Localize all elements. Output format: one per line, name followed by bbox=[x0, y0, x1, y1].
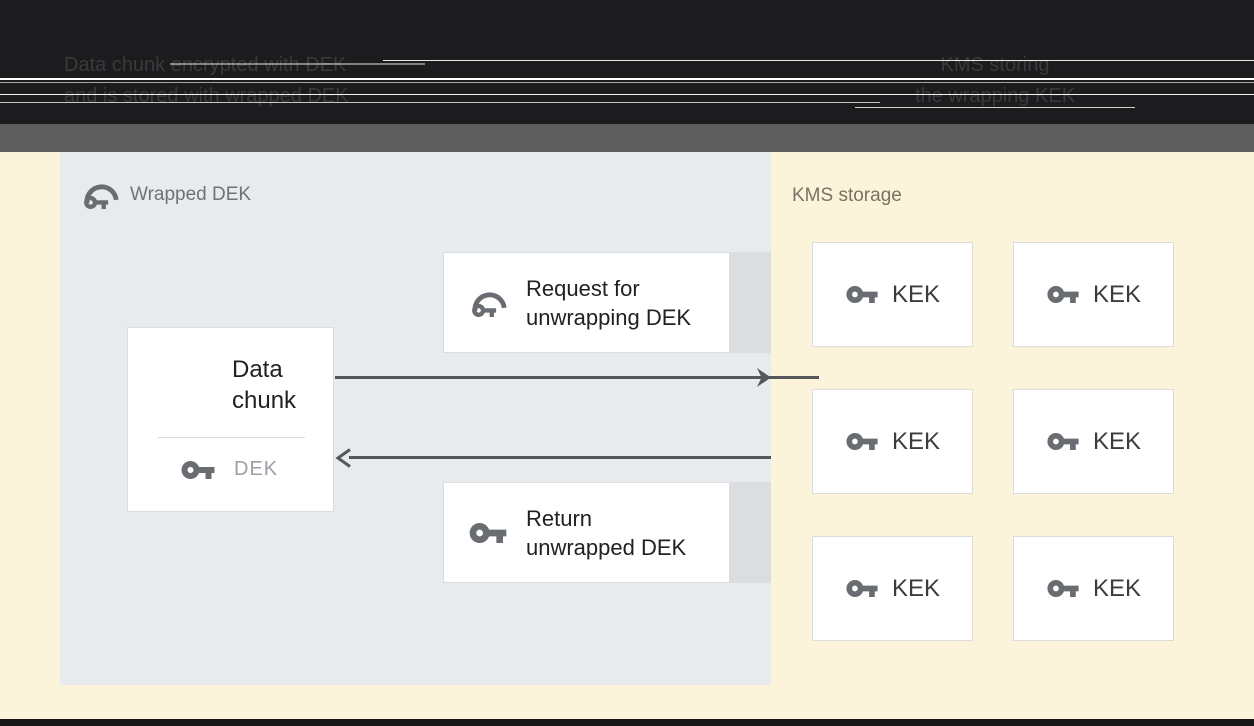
wrapped-dek-panel: Wrapped DEK Data chunk bbox=[60, 152, 819, 685]
request-unwrap-box: Request for unwrapping DEK bbox=[443, 252, 730, 353]
right-caption-line2: the wrapping KEK bbox=[914, 85, 1076, 107]
left-caption-line1: Data chunk encrypted with DEK bbox=[64, 54, 347, 76]
key-icon bbox=[1046, 285, 1080, 304]
kek-label: KEK bbox=[1092, 574, 1142, 602]
data-chunk-title: Data chunk bbox=[232, 354, 296, 416]
data-chunk-title-line1: Data bbox=[232, 356, 283, 383]
kek-grid: KEK KEK KEK KEK KEK bbox=[812, 242, 1174, 641]
header-gray-band bbox=[0, 124, 1254, 152]
return-box-shadow bbox=[730, 482, 771, 583]
return-box-text: Return unwrapped DEK bbox=[526, 504, 686, 562]
request-box-shadow bbox=[730, 252, 771, 353]
key-icon bbox=[1046, 579, 1080, 598]
bottom-black-band bbox=[0, 719, 1254, 726]
return-box-line2: unwrapped DEK bbox=[526, 534, 687, 560]
return-box-line1: Return bbox=[526, 505, 593, 531]
kek-label: KEK bbox=[1092, 280, 1142, 308]
kek-label: KEK bbox=[891, 280, 941, 308]
left-caption: Data chunk encrypted with DEK and is sto… bbox=[64, 50, 349, 112]
key-icon bbox=[468, 522, 508, 544]
dek-row: DEK bbox=[180, 458, 278, 481]
data-chunk-title-line2: chunk bbox=[232, 387, 297, 414]
divider bbox=[158, 437, 305, 438]
kek-box: KEK bbox=[812, 242, 973, 347]
return-unwrapped-box: Return unwrapped DEK bbox=[443, 482, 730, 583]
wrapped-key-icon bbox=[80, 178, 120, 212]
header-band: Data chunk encrypted with DEK and is sto… bbox=[0, 0, 1254, 124]
kek-label: KEK bbox=[891, 427, 941, 455]
data-chunk-stack-icon bbox=[158, 354, 216, 416]
kek-box: KEK bbox=[1013, 389, 1174, 494]
left-caption-line2: and is stored with wrapped DEK bbox=[64, 85, 349, 107]
wrapped-dek-label: Wrapped DEK bbox=[130, 184, 252, 205]
kek-box: KEK bbox=[812, 389, 973, 494]
key-icon bbox=[845, 432, 879, 451]
arrow-left-head bbox=[335, 448, 351, 468]
arrow-right bbox=[335, 376, 819, 379]
kms-storage-label: KMS storage bbox=[792, 185, 902, 206]
arrow-left bbox=[349, 456, 771, 459]
request-box-text: Request for unwrapping DEK bbox=[526, 274, 691, 332]
arrow-right-head bbox=[757, 368, 771, 387]
wrapped-key-icon bbox=[468, 286, 508, 320]
kek-label: KEK bbox=[891, 574, 941, 602]
data-chunk-box: Data chunk DEK bbox=[127, 327, 334, 512]
data-chunk-row: Data chunk bbox=[158, 354, 296, 416]
key-icon bbox=[845, 579, 879, 598]
key-icon bbox=[180, 460, 216, 480]
right-caption: KMS storing the wrapping KEK bbox=[855, 50, 1135, 112]
wrapped-dek-label-row: Wrapped DEK bbox=[80, 178, 251, 212]
kek-box: KEK bbox=[1013, 536, 1174, 641]
request-box-line1: Request for bbox=[526, 275, 640, 301]
right-caption-line1: KMS storing bbox=[940, 54, 1050, 76]
dek-label: DEK bbox=[234, 458, 279, 480]
request-box-line2: unwrapping DEK bbox=[526, 304, 692, 330]
kek-box: KEK bbox=[1013, 242, 1174, 347]
key-icon bbox=[1046, 432, 1080, 451]
kek-box: KEK bbox=[812, 536, 973, 641]
key-icon bbox=[845, 285, 879, 304]
kek-label: KEK bbox=[1092, 427, 1142, 455]
